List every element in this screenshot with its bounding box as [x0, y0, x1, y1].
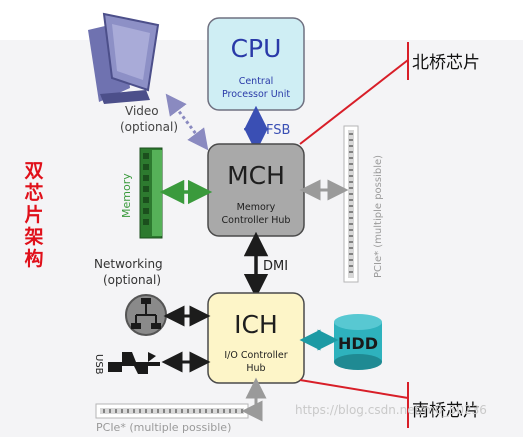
memory-module-icon — [139, 147, 163, 239]
networking-label: Networking — [94, 257, 163, 271]
pcie-right-label: PCIe* (multiple possible) — [373, 155, 384, 278]
usb-icon — [108, 352, 160, 374]
title-char: 构 — [24, 248, 44, 270]
title-char: 架 — [24, 226, 44, 248]
mch-title: MCH — [227, 161, 285, 190]
mch-subtitle-2: Controller Hub — [222, 215, 291, 226]
video-optional-label: (optional) — [120, 120, 178, 134]
usb-label: USB — [93, 354, 104, 375]
ich-subtitle-1: I/O Controller — [224, 350, 287, 361]
southbridge-callout — [299, 379, 409, 428]
pcie-slot-right — [343, 125, 359, 283]
dmi-label: DMI — [263, 259, 288, 274]
cpu-subtitle-1: Central — [239, 76, 274, 87]
title-char: 片 — [24, 204, 44, 226]
monitor-icon — [88, 12, 160, 104]
ich-title: ICH — [234, 310, 278, 339]
northbridge-callout — [299, 42, 409, 145]
title-char: 芯 — [24, 182, 44, 204]
southbridge-label: 南桥芯片 — [412, 401, 480, 421]
dual-chip-architecture-title: 双 芯 片 架 构 — [14, 160, 54, 270]
video-connection-arrow — [165, 93, 209, 151]
fsb-label: FSB — [266, 123, 290, 138]
networking-optional-label: (optional) — [103, 273, 161, 287]
network-icon — [125, 294, 167, 336]
ich-subtitle-2: Hub — [246, 363, 265, 374]
ich-pcie-arrow — [241, 377, 267, 422]
watermark: https://blog.csdn.net/m0_50236 — [295, 403, 487, 417]
pcie-bottom-label: PCIe* (multiple possible) — [96, 421, 231, 434]
hdd-icon — [334, 314, 382, 370]
pcie-slot-bottom — [95, 403, 249, 419]
memory-label: Memory — [120, 173, 133, 218]
video-label: Video — [125, 104, 159, 118]
title-char: 双 — [24, 160, 44, 182]
mch-subtitle-1: Memory — [237, 202, 276, 213]
cpu-title: CPU — [231, 34, 282, 63]
cpu-subtitle-2: Processor Unit — [222, 89, 290, 100]
hdd-label: HDD — [338, 334, 378, 353]
northbridge-label: 北桥芯片 — [412, 53, 480, 73]
